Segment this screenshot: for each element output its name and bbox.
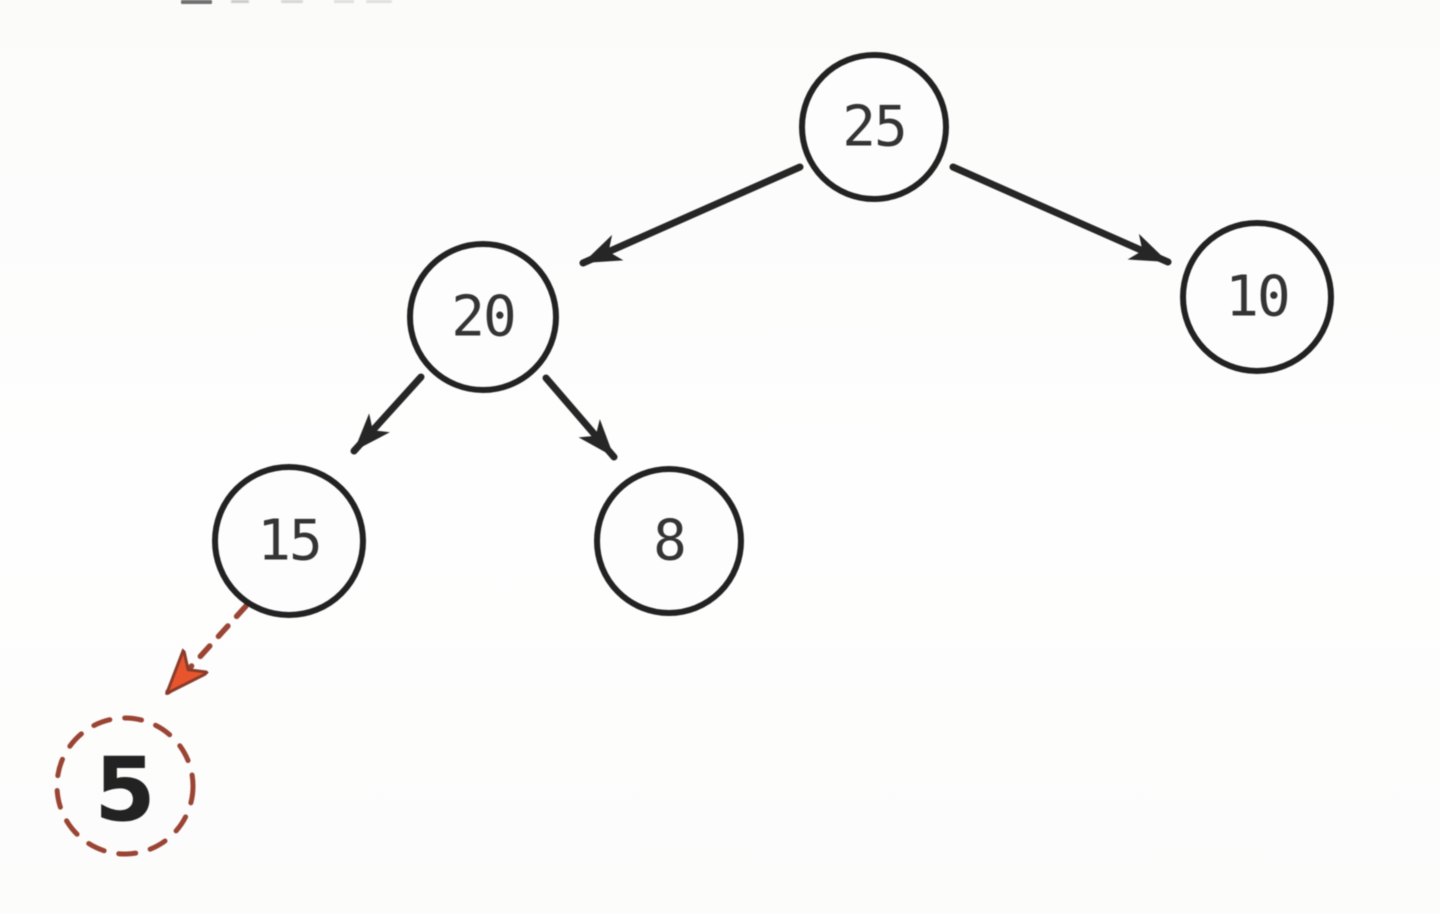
node-circle-10: [1180, 220, 1334, 374]
node-circle-20: [407, 241, 559, 393]
node-label-5-inserted: 5: [94, 739, 155, 842]
edge-15-5-insert: [168, 603, 249, 692]
edge-20-15: [350, 373, 425, 455]
cropped-text-artifact: [231, 0, 249, 3]
edge-25-10: [949, 163, 1172, 266]
cropped-text-artifact: [366, 0, 392, 3]
node-label-10: 10: [1225, 265, 1288, 330]
edge-25-20: [579, 163, 804, 267]
cropped-text-artifact: [281, 0, 303, 3]
node-label-15: 15: [257, 509, 320, 574]
node-label-25: 25: [842, 95, 905, 160]
node-circle-8: [594, 466, 744, 616]
node-circle-5-dashed: [54, 715, 196, 857]
node-label-20: 20: [451, 285, 514, 350]
cropped-text-artifact: [181, 0, 212, 4]
node-label-8: 8: [653, 509, 685, 574]
cropped-text-artifact: [334, 0, 354, 3]
node-circle-15: [212, 464, 366, 618]
node-circle-25: [799, 52, 949, 202]
edge-20-8: [542, 374, 618, 461]
